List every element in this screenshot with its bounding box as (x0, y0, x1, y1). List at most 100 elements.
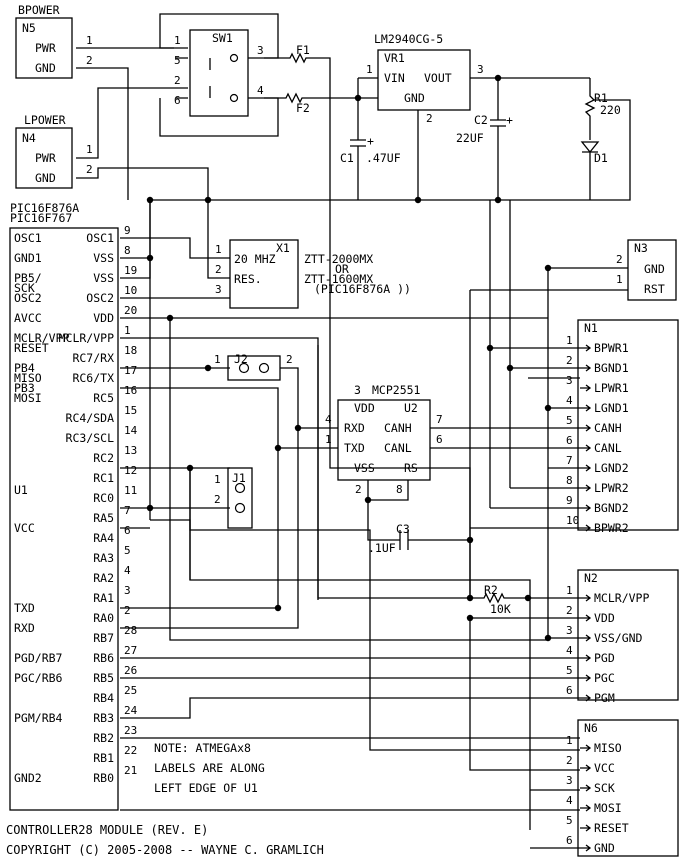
u1-pin-name: RB4 (93, 691, 114, 705)
x1-part: (PIC16F876A )) (314, 282, 411, 296)
n2-pin-num: 4 (566, 644, 573, 657)
lpower-label: LPOWER (24, 113, 66, 127)
connector-n3: N3 GND RST 2 1 (616, 239, 677, 301)
u1-pin-num: 2 (124, 604, 131, 617)
u1-left-label: PB5/ (14, 271, 42, 285)
c2-ref: C2 (474, 113, 488, 127)
n2-pin-arrow (580, 694, 592, 702)
connector-n4-lpower: LPOWER N4 PWR GND 1 2 (15, 113, 93, 189)
u1-pin-num: 13 (124, 444, 137, 457)
vr1-pin-in: VIN (384, 71, 405, 85)
n1-pin-arrow (580, 404, 592, 412)
n1-pin-num: 7 (566, 454, 573, 467)
u1-part: PIC16F876A (10, 201, 79, 215)
x1-pin-num: 3 (215, 283, 222, 296)
note-line: LEFT EDGE OF U1 (154, 781, 258, 795)
n1-pin-name: BGND2 (594, 501, 629, 515)
u1-ref: U1 (14, 483, 28, 497)
u1-pin-name: VSS (93, 251, 114, 265)
u1-pin-num: 10 (124, 284, 137, 297)
u1-pin-num: 24 (124, 704, 138, 717)
n6-pin-arrow (580, 784, 592, 792)
d1-ref: D1 (594, 151, 608, 165)
n6-pin-arrow (580, 744, 592, 752)
u1-pin-num: 5 (124, 544, 131, 557)
jumper-j1: J1 1 2 (214, 467, 253, 529)
n1-pin-name: CANL (594, 441, 622, 455)
u2-part: MCP2551 (372, 383, 421, 397)
vr1-pin-num: 3 (477, 63, 484, 76)
wires (76, 13, 631, 849)
u1-pin-num: 16 (124, 384, 137, 397)
u1-pin-name: RA0 (93, 611, 114, 625)
vr1-ref: VR1 (384, 51, 405, 65)
n1-pin-arrow (580, 484, 592, 492)
u1-pin-names: OSC1VSSVSSOSC2VDDMCLR/VPPRC7/RXRC6/TXRC5… (59, 231, 114, 785)
n1-pin-num: 6 (566, 434, 573, 447)
j2-ref: J2 (234, 352, 248, 366)
u1-pin-num: 22 (124, 744, 137, 757)
u1-pin-name: RB3 (93, 711, 114, 725)
u2-pin-name: VDD (354, 401, 375, 415)
n3-pin-name: RST (644, 282, 665, 296)
u1-pin-name: RC4/SDA (66, 411, 115, 425)
n2-pin-name: VDD (594, 611, 615, 625)
u1-pin-num: 9 (124, 224, 131, 237)
u1-left-label: PGM/RB4 (14, 711, 63, 725)
x1-pin-num: 2 (215, 263, 222, 276)
u1-pin-num: 4 (124, 564, 131, 577)
u2-pin-num: 6 (436, 433, 443, 446)
u1-left-label: GND2 (14, 771, 42, 785)
vr1-pin-gnd: GND (404, 91, 425, 105)
x1-part: ZTT-1600MX (304, 272, 373, 286)
n1-pin-arrow (580, 424, 592, 432)
n3-pin-name: GND (644, 262, 665, 276)
u1-left-label: OSC2 (14, 291, 42, 305)
u2-pin-name: TXD (344, 441, 365, 455)
n6-pin-num: 2 (566, 754, 573, 767)
u1-pin-name: RB2 (93, 731, 114, 745)
u1-pin-name: RA5 (93, 511, 114, 525)
connector-n5-bpower: BPOWER N5 PWR GND 1 2 (15, 3, 93, 79)
regulator-vr1: LM2940CG-5 VR1 VIN VOUT GND 1 3 2 (366, 32, 484, 125)
note-line: NOTE: ATMEGAx8 (154, 741, 251, 755)
n1-pin-arrow (580, 524, 592, 532)
n1-pin-num: 3 (566, 374, 573, 387)
n1-pin-num: 4 (566, 394, 573, 407)
n1-pin-arrow (580, 504, 592, 512)
u1-pin-num: 27 (124, 644, 137, 657)
n1-pin-arrow (580, 444, 592, 452)
sw1-pin-num: 5 (174, 54, 181, 67)
n6-pin-arrow (580, 804, 592, 812)
n1-pin-arrow (580, 364, 592, 372)
u2-pin-num: 7 (436, 413, 443, 426)
n6-pin-name: SCK (594, 781, 615, 795)
u1-pin-num: 1 (124, 324, 131, 337)
jumper-contacts (229, 53, 270, 514)
r2-value: 10K (490, 602, 511, 616)
c2-plus: + (506, 113, 513, 127)
c2-value: 22UF (456, 131, 484, 145)
n3-pin-num: 1 (616, 273, 623, 286)
u2-part-num: 3 (354, 383, 361, 397)
j1-pin-num: 1 (214, 473, 221, 486)
sw1-pin-num: 1 (174, 34, 181, 47)
c1-plus: + (367, 134, 374, 148)
n2-pin-name: MCLR/VPP (594, 591, 649, 605)
j2-pin-num: 2 (286, 353, 293, 366)
u1-left-label: SCK (14, 281, 35, 295)
r1-value: 220 (600, 103, 621, 117)
n2-pin-num: 2 (566, 604, 573, 617)
bpower-label: BPOWER (18, 3, 60, 17)
vr1-pin-num: 2 (426, 112, 433, 125)
u1-pin-name: RB5 (93, 671, 114, 685)
x1-ref: X1 (276, 241, 290, 255)
vr1-pin-num: 1 (366, 63, 373, 76)
n2-pin-num: 1 (566, 584, 573, 597)
sw1-pin-num: 6 (174, 94, 181, 107)
u1-pin-name: RC0 (93, 491, 114, 505)
u2-pin-name: RXD (344, 421, 365, 435)
u1-pin-name: OSC1 (86, 231, 114, 245)
